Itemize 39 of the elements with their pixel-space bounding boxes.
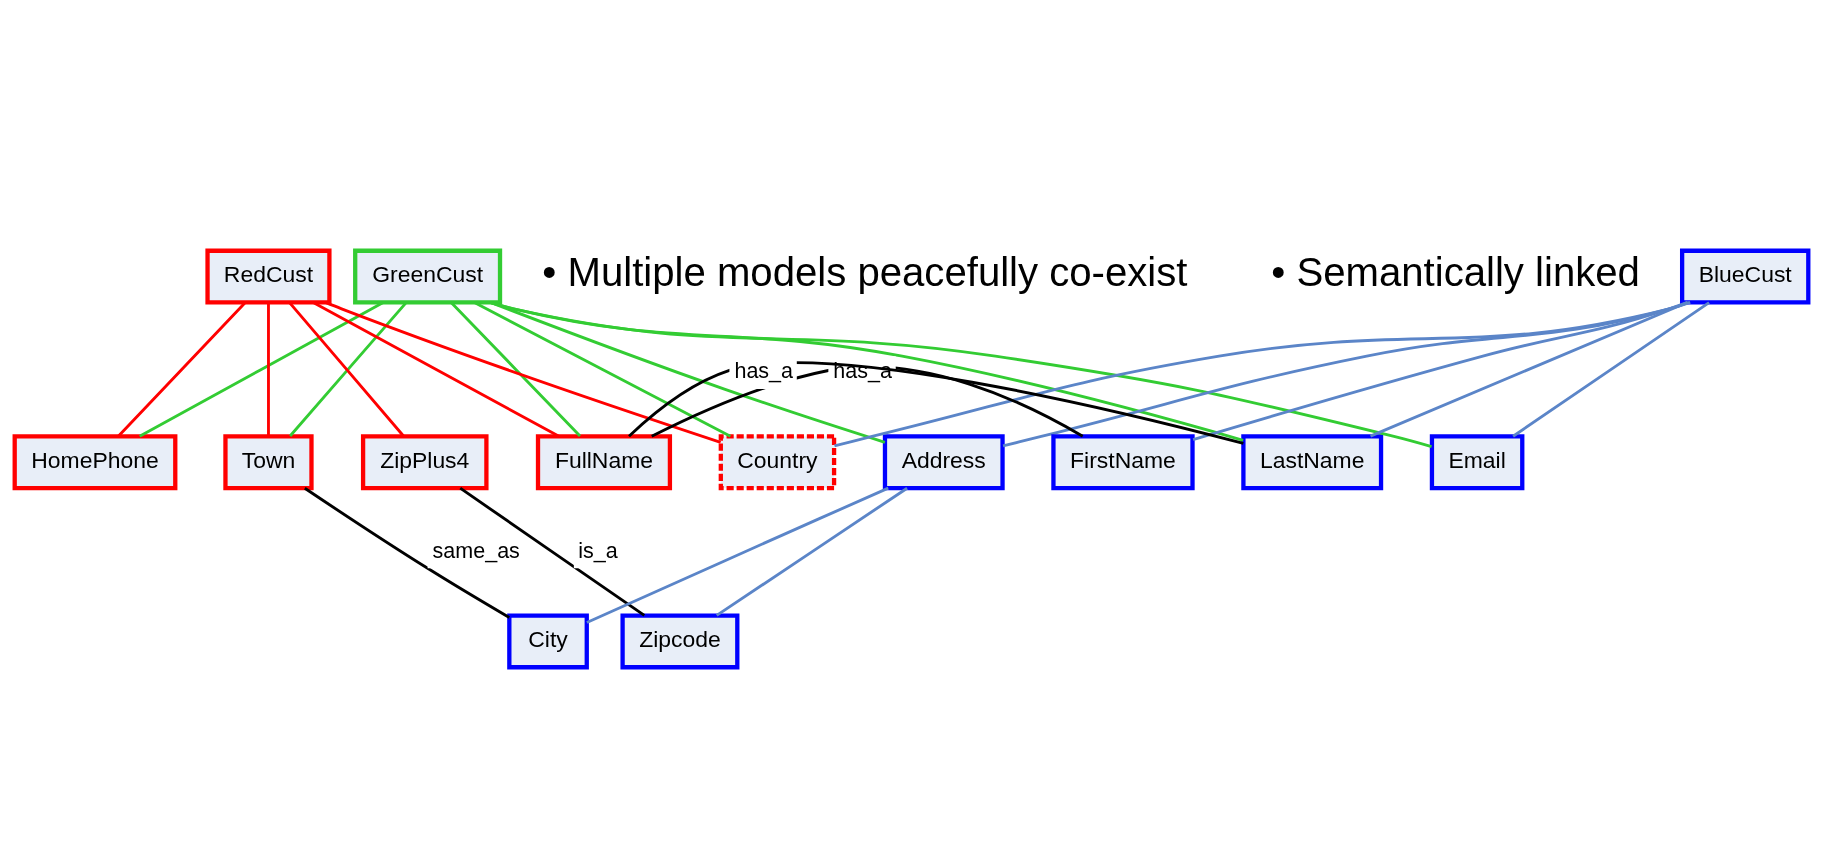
node-box: City xyxy=(507,613,589,670)
node-box: Town xyxy=(223,434,314,491)
connector xyxy=(715,487,908,617)
connector xyxy=(490,301,1244,442)
connector xyxy=(450,301,582,437)
node-box: Country xyxy=(718,434,837,491)
connector xyxy=(651,365,1084,438)
connector xyxy=(324,301,722,444)
node-box: HomePhone xyxy=(12,434,178,491)
connector xyxy=(304,487,510,619)
node-box: ZipPlus4 xyxy=(360,434,489,491)
label: • Semantically linked xyxy=(1271,250,1640,296)
connector xyxy=(1512,301,1710,438)
connector xyxy=(586,486,889,624)
node-box: FirstName xyxy=(1051,434,1195,491)
node-box: RedCust xyxy=(205,248,332,305)
connector xyxy=(834,301,1691,448)
edge-label: is_a xyxy=(578,538,618,563)
label: • Multiple models peacefully co-exist xyxy=(542,250,1188,296)
connector xyxy=(628,361,1244,445)
node-box: FullName xyxy=(535,434,673,491)
node-box: Zipcode xyxy=(620,613,740,670)
node-box: Address xyxy=(882,434,1005,491)
node-box: LastName xyxy=(1241,434,1384,491)
connector xyxy=(267,302,270,436)
connector xyxy=(1369,301,1688,438)
connector xyxy=(473,301,731,438)
connector xyxy=(1192,301,1688,441)
connector xyxy=(313,301,560,438)
connector xyxy=(117,301,247,437)
node-box: GreenCust xyxy=(353,248,503,305)
connector xyxy=(1002,301,1690,448)
edge-label: same_as xyxy=(432,538,520,563)
connector xyxy=(138,301,384,438)
edge-label: has_a xyxy=(734,359,794,384)
connector xyxy=(489,301,1432,449)
node-box: BlueCust xyxy=(1680,248,1811,305)
connector xyxy=(459,487,646,617)
node-box: Email xyxy=(1429,434,1525,491)
